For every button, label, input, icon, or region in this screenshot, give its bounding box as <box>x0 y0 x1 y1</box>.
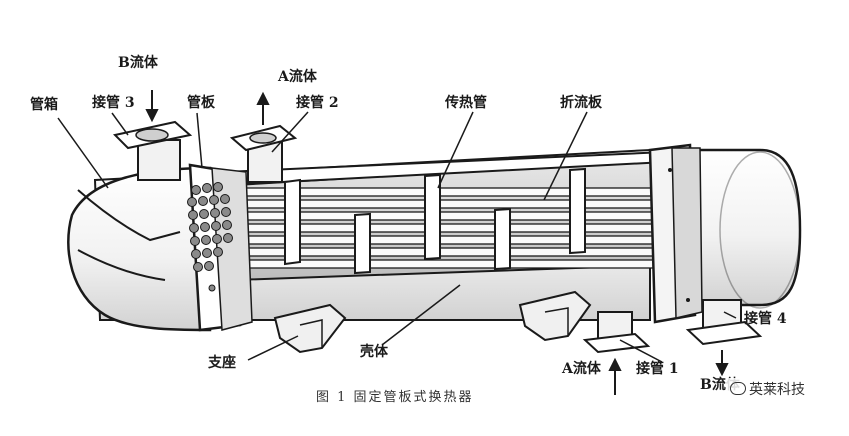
leader-lines <box>57 111 737 363</box>
label-b-fluid-top: B流体 <box>118 55 158 71</box>
label-nozzle-3: 接管 3 <box>92 95 135 111</box>
label-shell: 壳体 <box>360 344 388 360</box>
wechat-icon <box>730 382 746 395</box>
right-tube-sheet <box>648 143 703 324</box>
figure-caption: 图 1 固定管板式换热器 <box>316 390 474 405</box>
nozzle-3 <box>112 120 193 181</box>
label-guanxiang: 管箱 <box>30 97 58 113</box>
label-nozzle-2: 接管 2 <box>296 95 339 111</box>
channel-partition <box>77 189 181 242</box>
label-baffle: 折流板 <box>560 95 602 111</box>
baffles <box>284 167 586 275</box>
label-nozzle-1: 接管 1 <box>636 361 679 377</box>
flow-arrows <box>145 90 729 395</box>
label-a-fluid-top: A流体 <box>278 69 317 85</box>
nozzle-4 <box>685 299 763 346</box>
label-nozzle-4: 接管 4 <box>744 311 787 327</box>
support-left <box>273 303 347 354</box>
nozzle-1 <box>582 311 651 354</box>
watermark: 英莱科技 <box>726 378 809 400</box>
label-a-fluid-bottom: A流体 <box>562 361 601 377</box>
label-heat-tubes: 传热管 <box>445 95 487 111</box>
support-right <box>518 290 592 342</box>
watermark-text: 英莱科技 <box>749 382 805 398</box>
label-support: 支座 <box>208 355 236 371</box>
label-tube-sheet: 管板 <box>187 95 215 111</box>
nozzle-2 <box>229 124 298 183</box>
left-tube-sheet <box>187 163 253 332</box>
heat-tubes <box>239 187 661 269</box>
